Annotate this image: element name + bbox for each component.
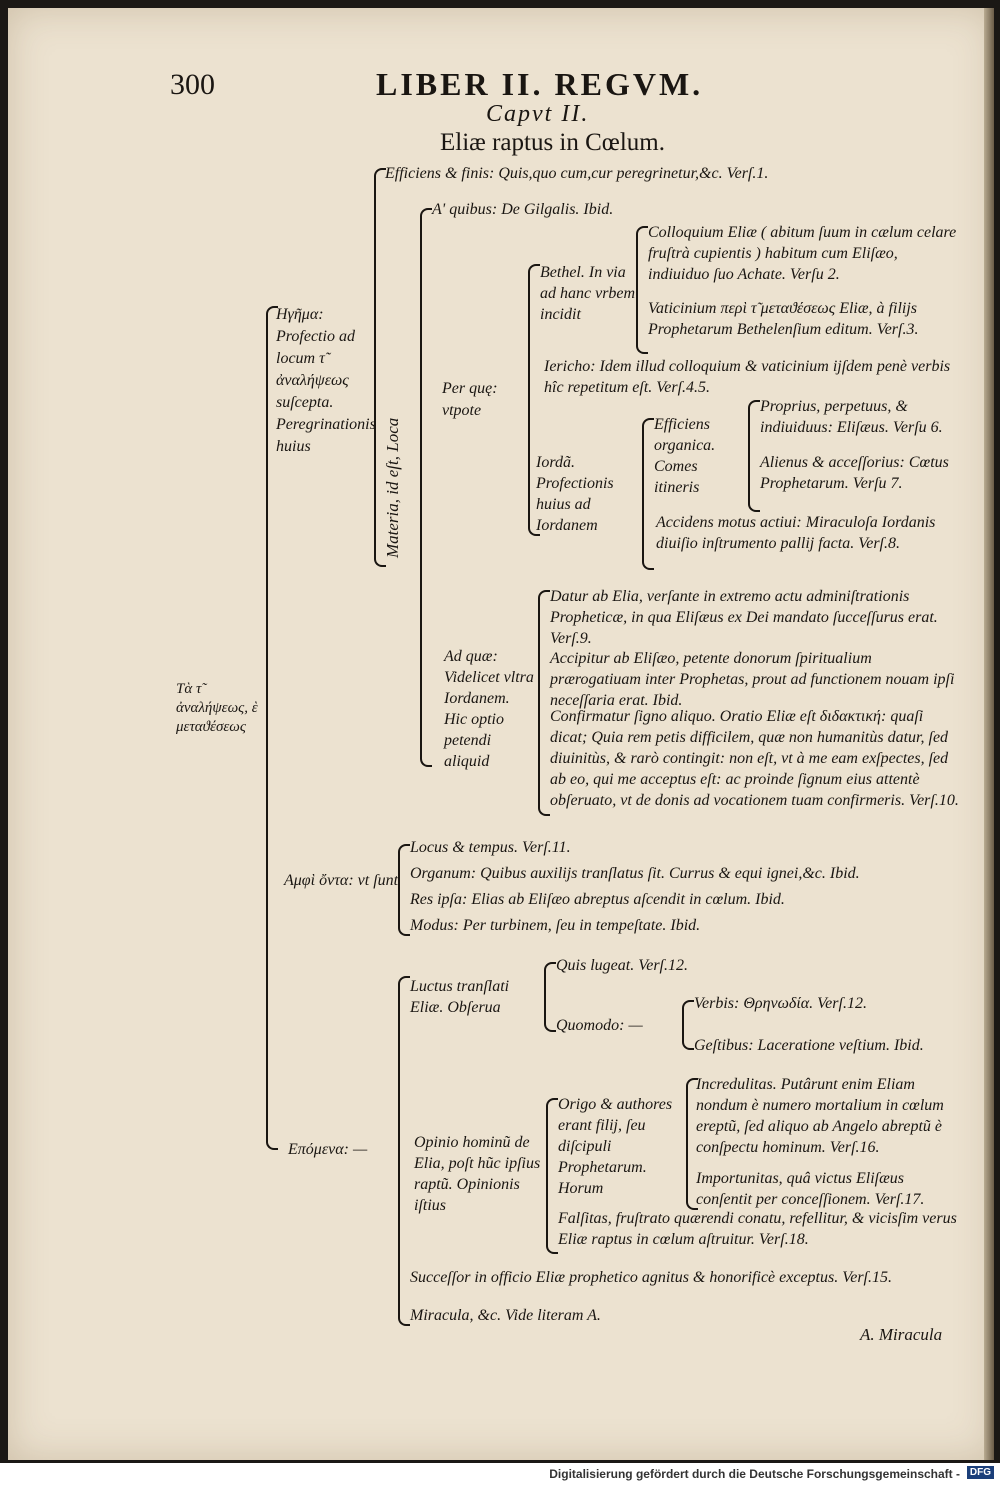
miracula-line: Miracula, &c. Vide literam A. (410, 1307, 601, 1324)
opinio-label: Opinio hominũ de Elia, poſt hũc ipſius r… (414, 1134, 541, 1214)
colloquium-text: Colloquium Eliæ ( abitum ſuum in cælum c… (648, 224, 957, 283)
per-quae-bracket (528, 264, 540, 536)
a-quibus-line: A' quibus: De Gilgalis. Ibid. (432, 201, 614, 218)
modus-line: Modus: Per turbinem, ſeu in tempeſtate. … (410, 917, 701, 934)
importunitas-text: Importunitas, quâ victus Eliſæus conſent… (696, 1170, 925, 1208)
efficiens-line: Efficiens & finis: Quis,quo cum,cur pere… (385, 165, 769, 182)
opinio-bracket (546, 1098, 558, 1254)
footer-bar: Digitalisierung gefördert durch die Deut… (0, 1463, 1000, 1485)
root-label: Τὰ τ̃ ἀναλήψεως, ὲ μεταϑέσεως (176, 681, 258, 735)
materia-label: Materia, id eſt, Loca (383, 417, 402, 558)
level1-bracket (374, 168, 386, 567)
vaticinium-text: Vaticinium περὶ τ̃ μεταϑέσεως Eliæ, à fi… (648, 300, 919, 338)
root-bracket (266, 306, 278, 1150)
gestibus-line: Geſtibus: Laceratione veſtium. Ibid. (694, 1037, 924, 1054)
adjuncta-label: Αμφὶ ὄντα: vt ſunt (284, 872, 399, 889)
catchword: A. Miracula (860, 1325, 943, 1344)
running-title: LIBER II. REGVM. (376, 66, 704, 102)
accipitur-text: Accipitur ab Eliſæo, petente donorum ſpi… (550, 650, 955, 709)
iorda-label: Iordã. Profectionis huius ad Iordanem (536, 454, 614, 534)
efficiens-organica: Efficiens organica. Comes itineris (654, 416, 716, 496)
proprius-text: Proprius, perpetuus, & indiuiduus: Eliſæ… (760, 398, 943, 436)
luctus-label: Luctus tranſlati Eliæ. Obſerua (410, 978, 510, 1016)
quomodo-bracket (682, 1000, 694, 1050)
materia-bracket (420, 208, 432, 767)
page-edge (984, 8, 994, 1460)
quomodo-line: Quomodo: — (556, 1017, 643, 1034)
per-quae-label: Per quę: vtpote (442, 380, 498, 419)
ad-quae-label: Ad quæ: Videlicet vltra Iordanem. Hic op… (444, 648, 534, 770)
verbis-line: Verbis: Θρηνωδία. Verſ.12. (694, 995, 867, 1012)
adjuncta-bracket (398, 844, 410, 936)
accidens-text: Accidens motus actiui: Miraculoſa Iordan… (656, 514, 936, 552)
organum-line: Organum: Quibus auxilijs tranſlatus ſit.… (410, 865, 860, 882)
luctus-bracket (544, 962, 556, 1032)
ad-quae-bracket (538, 590, 550, 816)
successor-line: Succeſſor in officio Eliæ prophetico agn… (410, 1269, 892, 1286)
origo-bracket (686, 1078, 698, 1210)
datur-text: Datur ab Elia, verſante in extremo actu … (550, 588, 938, 647)
locus-line: Locus & tempus. Verſ.11. (410, 839, 571, 856)
footer-credit: Digitalisierung gefördert durch die Deut… (549, 1467, 960, 1481)
bethel-bracket (636, 226, 648, 354)
page-number: 300 (170, 68, 215, 101)
incredulitas-text: Incredulitas. Putârunt enim Eliam nondum… (696, 1076, 944, 1156)
hegemma-label: Ηγῆμα: Profectio ad locum τ̃ ἀναλήψεως s… (276, 306, 376, 455)
page-title: Eliæ raptus in Cœlum. (440, 129, 665, 156)
res-line: Res ipſa: Elias ab Eliſæo abreptus aſcen… (410, 891, 785, 908)
iorda-bracket (642, 418, 654, 570)
bethel-label: Bethel. In via ad hanc vrbem incidit (540, 264, 636, 323)
confirmatur-text: Confirmatur ſigno aliquo. Oratio Eliæ eſ… (550, 708, 959, 809)
epomena-bracket (398, 976, 410, 1326)
origo-text: Origo & authores erant filij, ſeu diſcip… (558, 1096, 673, 1197)
iericho-text: Iericho: Idem illud colloquium & vaticin… (544, 358, 951, 396)
dfg-logo: DFG (966, 1466, 994, 1479)
falsitas-text: Falſitas, fruſtrato quærendi conatu, ref… (558, 1210, 957, 1248)
book-page: 300 LIBER II. REGVM. Capvt II. Eliæ rapt… (8, 8, 994, 1460)
epomena-label: Επόμενα: — (288, 1141, 368, 1158)
alienus-text: Alienus & acceſſorius: Cœtus Prophetarum… (760, 454, 949, 492)
comes-bracket (748, 400, 760, 512)
quis-line: Quis lugeat. Verſ.12. (556, 957, 688, 974)
chapter-heading: Capvt II. (486, 101, 590, 127)
